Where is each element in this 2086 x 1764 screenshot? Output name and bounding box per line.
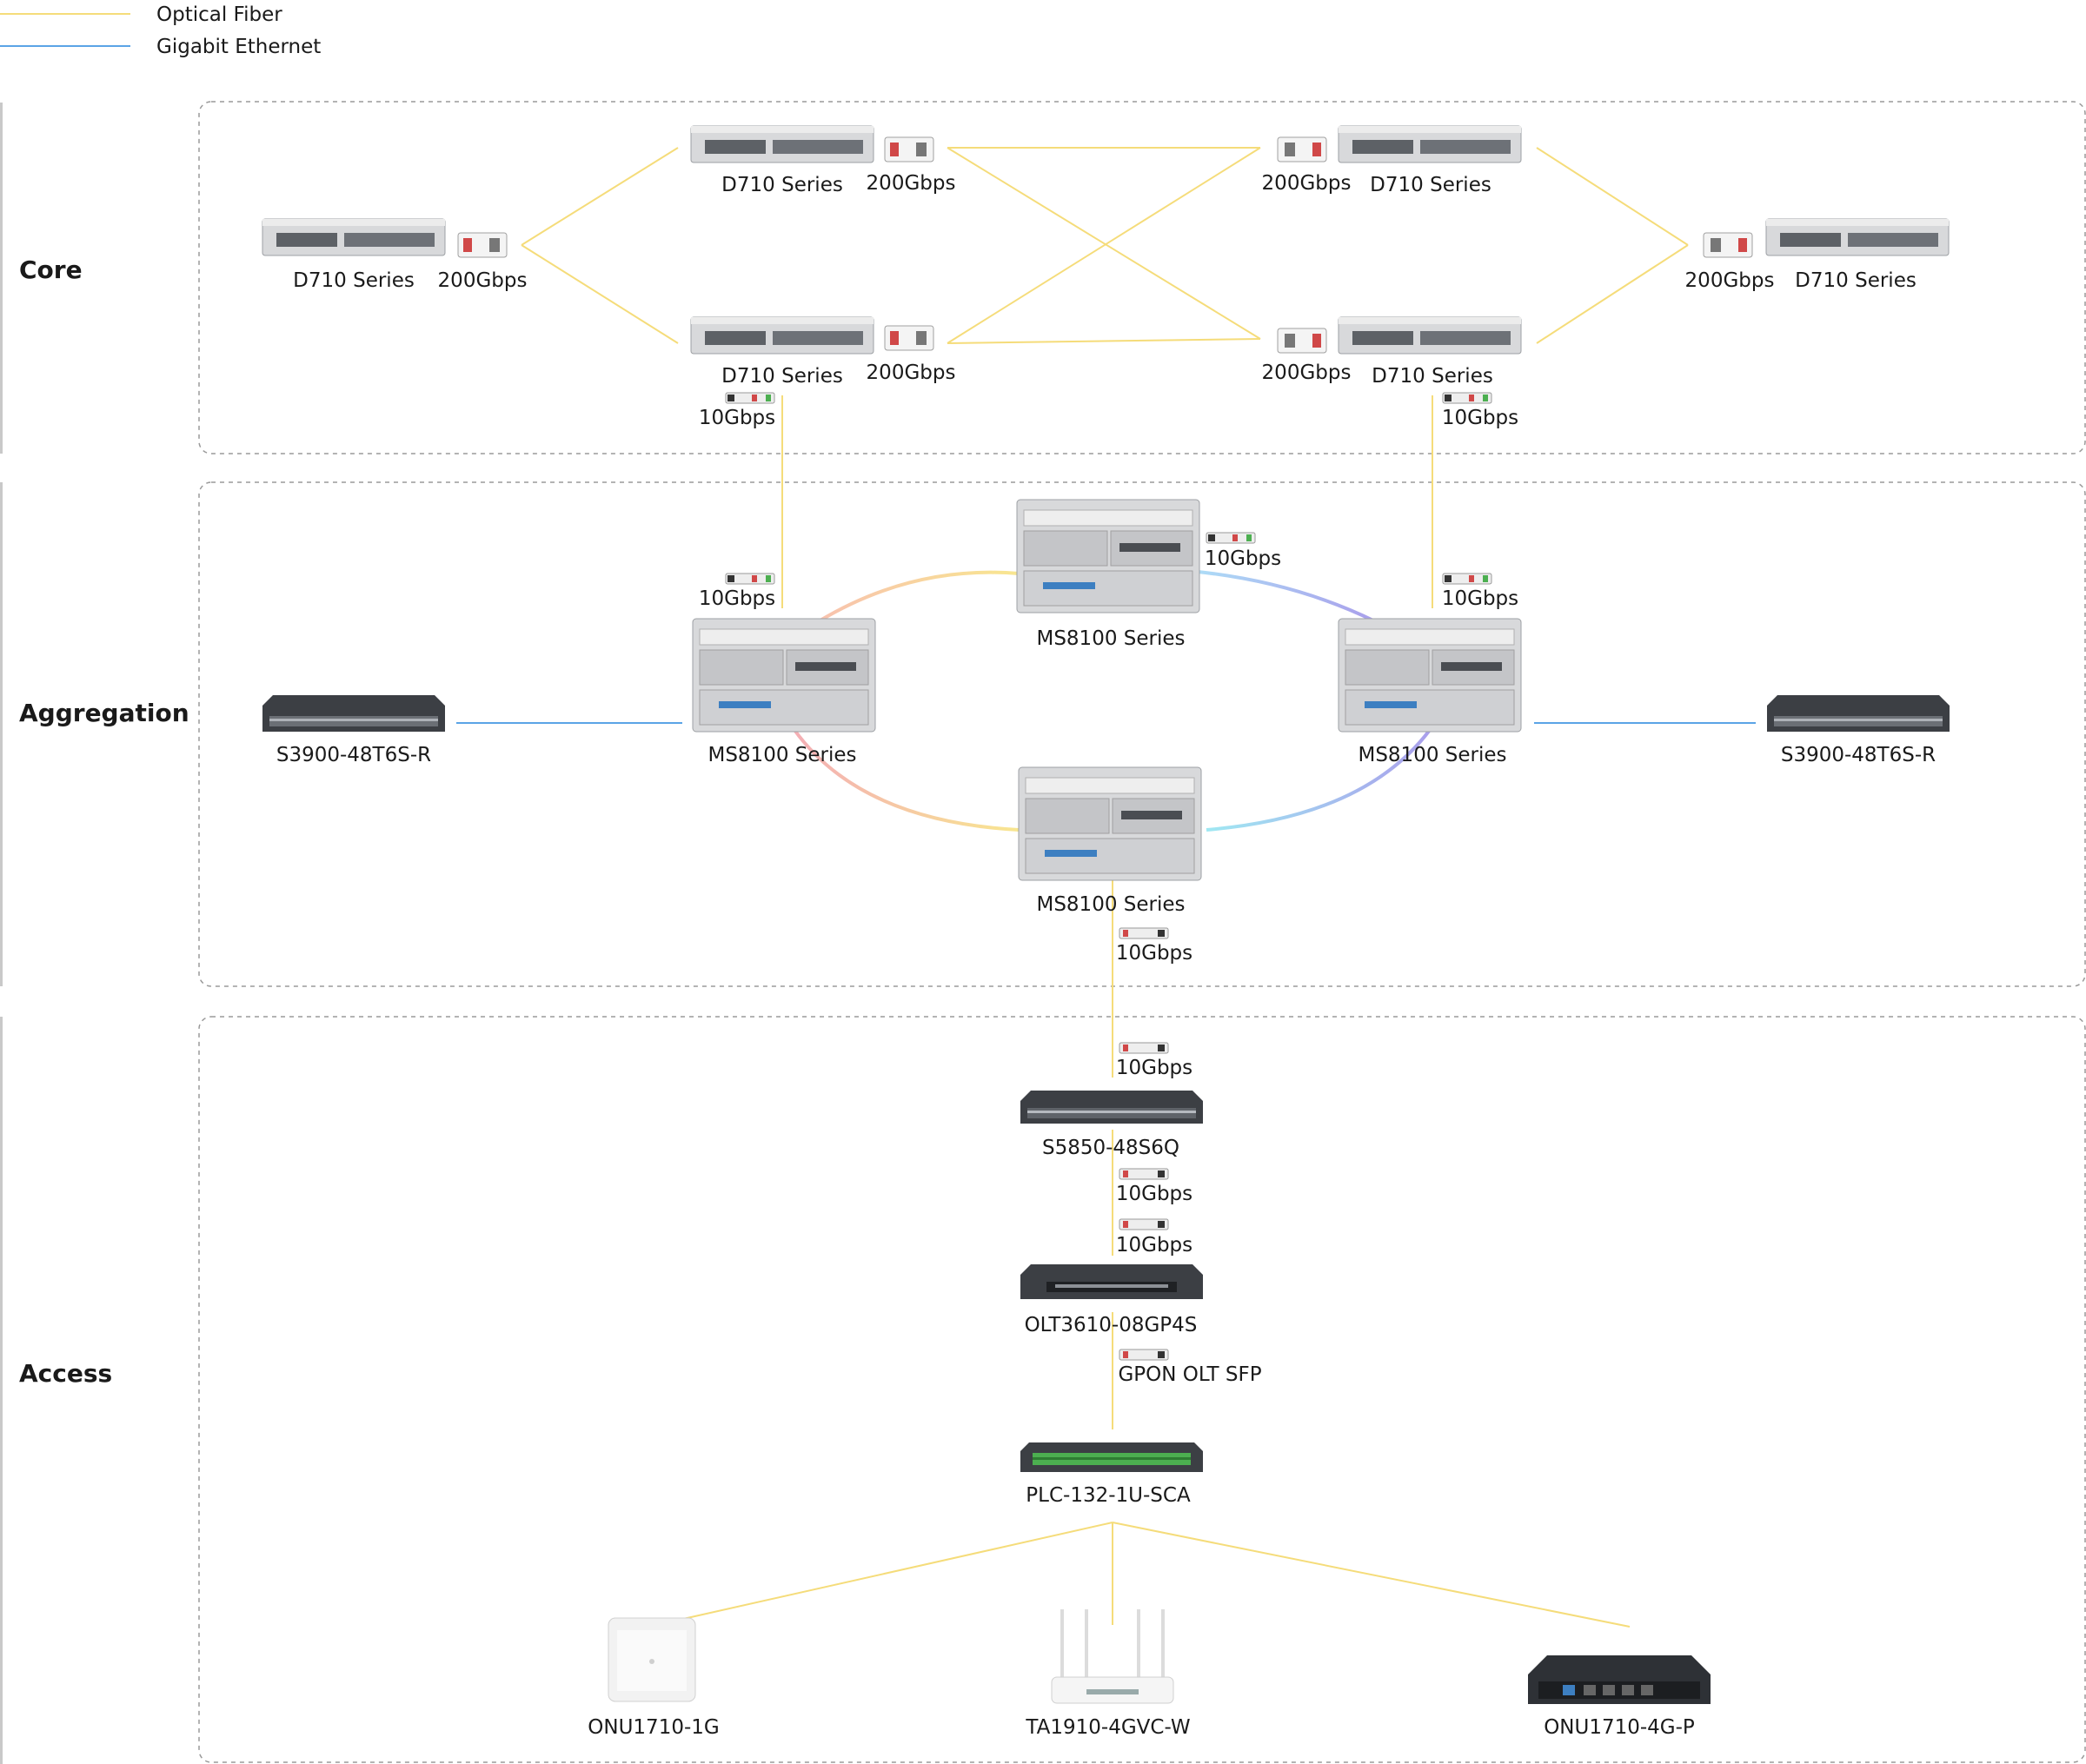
d710-bottom-left[interactable] bbox=[690, 316, 874, 355]
link-speed-label: 200Gbps bbox=[1685, 269, 1775, 292]
sfp-10g-icon bbox=[1442, 573, 1492, 585]
link-speed-label: 10Gbps bbox=[1116, 1183, 1192, 1205]
sfp-10g-icon bbox=[725, 573, 775, 585]
device-label: OLT3610-08GP4S bbox=[1025, 1314, 1198, 1336]
link-speed-label: 10Gbps bbox=[1442, 587, 1518, 610]
sfp-10g-icon bbox=[1119, 1218, 1169, 1230]
link-speed-label: 10Gbps bbox=[1205, 547, 1281, 570]
transceiver-200g-icon bbox=[1703, 232, 1753, 258]
link-core-left-bottom bbox=[521, 244, 679, 344]
link-speed-label: 10Gbps bbox=[1116, 1057, 1192, 1079]
d710-left[interactable] bbox=[262, 218, 446, 256]
transceiver-200g-icon bbox=[884, 325, 934, 351]
sfp-10g-icon bbox=[1119, 927, 1169, 939]
link-plc-onu1g bbox=[655, 1522, 1113, 1626]
olt3610[interactable] bbox=[1020, 1264, 1203, 1299]
ring-bottom-right bbox=[1206, 728, 1432, 832]
sfp-10g-icon bbox=[1206, 532, 1256, 544]
legend-ethernet-label: Gigabit Ethernet bbox=[156, 36, 321, 58]
access-zone bbox=[198, 1016, 2086, 1763]
link-speed-label: 10Gbps bbox=[699, 587, 775, 610]
sfp-10g-icon bbox=[725, 392, 775, 404]
ms8100-left[interactable] bbox=[692, 618, 876, 733]
d710-bottom-right[interactable] bbox=[1338, 316, 1522, 355]
device-label: S3900-48T6S-R bbox=[1781, 744, 1936, 766]
device-label: MS8100 Series bbox=[1358, 744, 1506, 766]
sfp-10g-icon bbox=[1119, 1168, 1169, 1180]
link-speed-label: 200Gbps bbox=[1262, 361, 1352, 384]
tier-aggregation-label: Aggregation bbox=[19, 699, 189, 727]
s5850[interactable] bbox=[1020, 1091, 1203, 1124]
sfp-10g-icon bbox=[1442, 392, 1492, 404]
ms8100-top[interactable] bbox=[1016, 499, 1200, 613]
ms8100-bottom[interactable] bbox=[1018, 766, 1202, 881]
link-plc-onu4gp bbox=[1112, 1522, 1631, 1628]
core-side-bar bbox=[0, 103, 3, 454]
legend-fiber-label: Optical Fiber bbox=[156, 3, 282, 26]
transceiver-200g-icon bbox=[884, 136, 934, 162]
device-label: D710 Series bbox=[721, 365, 843, 388]
link-core-left-top bbox=[521, 147, 679, 246]
sfp-10g-icon bbox=[1119, 1042, 1169, 1054]
link-speed-label: 200Gbps bbox=[867, 361, 956, 384]
link-speed-label: 10Gbps bbox=[699, 407, 775, 429]
aggregation-side-bar bbox=[0, 482, 3, 986]
plc-splitter[interactable] bbox=[1020, 1442, 1203, 1472]
device-label: PLC-132-1U-SCA bbox=[1026, 1484, 1191, 1507]
legend: Optical Fiber Gigabit Ethernet bbox=[0, 3, 321, 58]
d710-top-left[interactable] bbox=[690, 125, 874, 163]
transceiver-200g-icon bbox=[457, 232, 508, 258]
s3900-left[interactable] bbox=[262, 695, 445, 732]
device-label: S3900-48T6S-R bbox=[276, 744, 431, 766]
core-zone bbox=[198, 101, 2086, 454]
d710-right[interactable] bbox=[1765, 218, 1950, 256]
onu1710-1g[interactable] bbox=[608, 1617, 696, 1702]
link-speed-label: 200Gbps bbox=[867, 172, 956, 195]
device-label: ONU1710-1G bbox=[588, 1716, 719, 1739]
link-speed-label: GPON OLT SFP bbox=[1118, 1363, 1261, 1386]
aggregation-zone bbox=[198, 481, 2086, 987]
link-speed-label: 10Gbps bbox=[1116, 1234, 1192, 1257]
access-side-bar bbox=[0, 1017, 3, 1764]
transceiver-200g-icon bbox=[1277, 328, 1327, 354]
d710-top-right[interactable] bbox=[1338, 125, 1522, 163]
link-core-tr-right bbox=[1536, 147, 1689, 246]
link-core-bl-tr bbox=[947, 147, 1261, 344]
device-label: TA1910-4GVC-W bbox=[1025, 1716, 1190, 1739]
ring-left-top bbox=[817, 570, 1020, 623]
onu1710-4g-p[interactable] bbox=[1528, 1655, 1711, 1704]
device-label: ONU1710-4G-P bbox=[1544, 1716, 1695, 1739]
device-label: MS8100 Series bbox=[708, 744, 856, 766]
device-label: MS8100 Series bbox=[1036, 893, 1185, 916]
device-label: D710 Series bbox=[1370, 174, 1491, 196]
tier-access-label: Access bbox=[19, 1359, 112, 1388]
link-speed-label: 10Gbps bbox=[1442, 407, 1518, 429]
transceiver-200g-icon bbox=[1277, 136, 1327, 162]
device-label: D710 Series bbox=[721, 174, 843, 196]
device-label: D710 Series bbox=[1795, 269, 1917, 292]
device-label: S5850-48S6Q bbox=[1042, 1137, 1179, 1159]
link-speed-label: 200Gbps bbox=[438, 269, 528, 292]
sfp-gpon-icon bbox=[1119, 1349, 1169, 1361]
aggregation-ring bbox=[793, 570, 1432, 832]
s3900-right[interactable] bbox=[1767, 695, 1950, 732]
link-core-br-right bbox=[1536, 244, 1689, 344]
ta1910[interactable] bbox=[1051, 1609, 1174, 1704]
link-speed-label: 10Gbps bbox=[1116, 942, 1192, 965]
tier-core-label: Core bbox=[19, 255, 83, 284]
link-speed-label: 200Gbps bbox=[1262, 172, 1352, 195]
ring-top-right bbox=[1197, 570, 1376, 623]
device-label: D710 Series bbox=[293, 269, 415, 292]
device-label: MS8100 Series bbox=[1036, 627, 1185, 650]
ring-left-bottom bbox=[793, 728, 1020, 832]
ms8100-right[interactable] bbox=[1338, 618, 1522, 733]
link-core-tl-br bbox=[947, 147, 1261, 340]
link-core-bl-br bbox=[947, 338, 1261, 344]
device-label: D710 Series bbox=[1372, 365, 1493, 388]
fiber-links bbox=[521, 147, 1689, 1628]
